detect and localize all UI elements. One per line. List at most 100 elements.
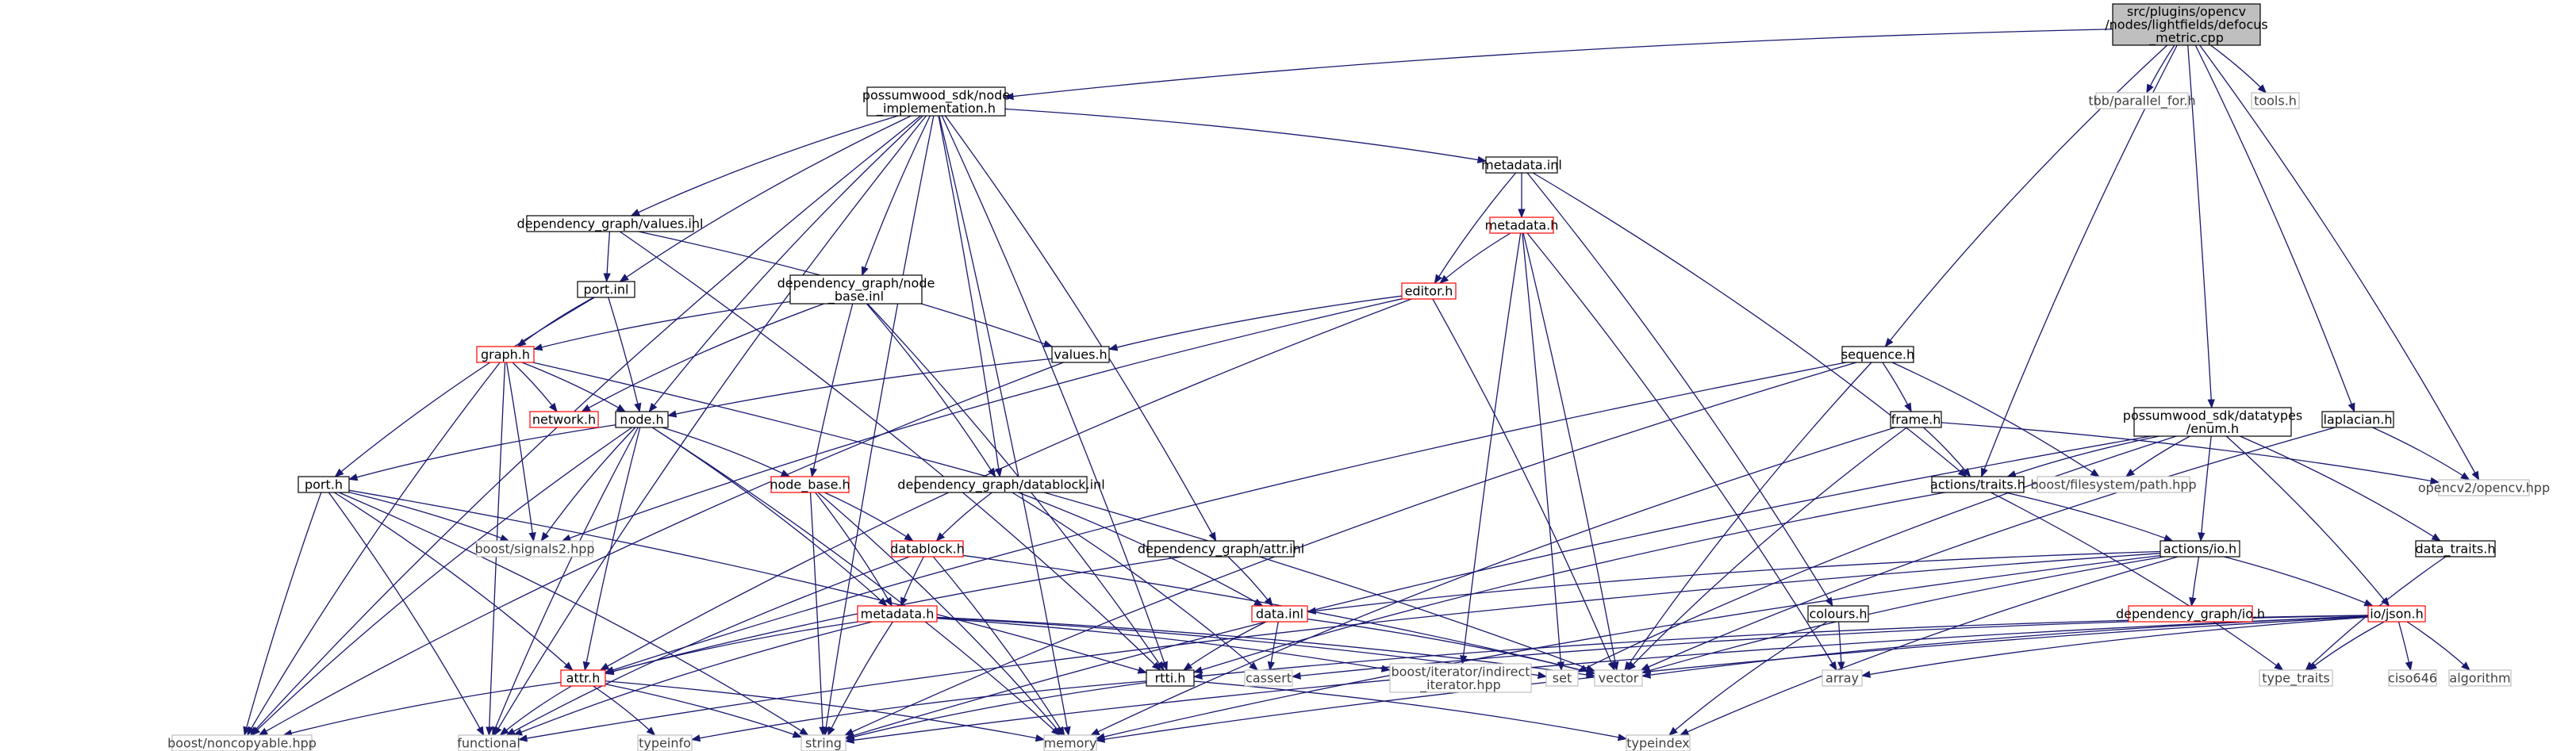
node-colours-label-0: colours.h bbox=[1809, 607, 1867, 622]
node-set: set bbox=[1545, 669, 1579, 687]
edge-metah-to-set bbox=[1522, 232, 1564, 672]
node-datablock[interactable]: datablock.h bbox=[890, 540, 965, 558]
node-metadatah2[interactable]: metadata.h bbox=[857, 605, 938, 623]
edge-impl-to-valinl bbox=[630, 115, 899, 216]
node-impl[interactable]: possumwood_sdk/node_implementation.h bbox=[862, 86, 1010, 117]
node-attrinl-box bbox=[1147, 540, 1295, 558]
edge-datablock-to-memory bbox=[932, 556, 1065, 736]
node-actionsio-label-0: actions/io.h bbox=[2163, 542, 2236, 557]
node-network[interactable]: network.h bbox=[529, 411, 599, 428]
node-functional-box bbox=[458, 734, 520, 751]
node-ocv: opencv2/opencv.hpp bbox=[2418, 479, 2550, 496]
node-metainl[interactable]: metadata.inl bbox=[1481, 156, 1562, 174]
edge-nodeh-to-signals bbox=[540, 427, 636, 542]
node-valinl[interactable]: dependency_graph/values.inl bbox=[517, 215, 704, 232]
edge-impl-to-functional bbox=[493, 115, 927, 737]
edge-impl-to-metainl bbox=[1004, 108, 1488, 164]
node-string-label-0: string bbox=[805, 736, 842, 751]
edge-attrh-to-memory bbox=[605, 680, 1046, 742]
node-graphh-box bbox=[476, 346, 535, 363]
edge-nbinl-to-network bbox=[581, 303, 824, 412]
edge-dbinl-to-cassert bbox=[1012, 492, 1259, 671]
node-colours[interactable]: colours.h bbox=[1807, 605, 1869, 623]
node-portinl[interactable]: port.inl bbox=[577, 281, 635, 298]
edge-datainl-to-cassert bbox=[1267, 621, 1279, 672]
node-root-label-0: src/plugins/opencv bbox=[2127, 4, 2246, 19]
node-valuesh[interactable]: values.h bbox=[1051, 346, 1110, 363]
edge-attrh-to-functional bbox=[499, 685, 572, 736]
edge-enumh-to-datatraits bbox=[2240, 435, 2441, 542]
node-jsonh[interactable]: io/json.h bbox=[2367, 605, 2426, 623]
node-editor[interactable]: editor.h bbox=[1401, 282, 1457, 300]
edge-root-to-ocv bbox=[2199, 44, 2480, 481]
node-iterh-label-1: _iterator.hpp bbox=[1419, 677, 1501, 693]
node-enumh-label-0: possumwood_sdk/datatypes bbox=[2123, 408, 2302, 423]
node-nbinl[interactable]: dependency_graph/node_base.inl bbox=[777, 274, 935, 305]
node-metah-label-0: metadata.h bbox=[1485, 218, 1559, 233]
node-typeindex-box bbox=[1626, 734, 1691, 751]
edge-actionsio-to-functional bbox=[517, 553, 2161, 742]
edge-datablock-to-functional bbox=[505, 556, 910, 736]
node-cassert-label-0: cassert bbox=[1246, 671, 1292, 686]
node-enumh[interactable]: possumwood_sdk/datatypes/enum.h bbox=[2123, 407, 2302, 437]
edge-porth-to-functional bbox=[328, 492, 485, 737]
node-datainl[interactable]: data.inl bbox=[1251, 605, 1308, 623]
node-metah[interactable]: metadata.h bbox=[1485, 216, 1559, 234]
node-typetraits-label-0: type_traits bbox=[2262, 671, 2329, 687]
edge-attrinl-to-datainl bbox=[1227, 556, 1273, 607]
node-datablock-box bbox=[891, 540, 964, 558]
edge-impl-to-memory bbox=[939, 115, 1071, 737]
node-sequence[interactable]: sequence.h bbox=[1841, 346, 1914, 363]
node-memory-box bbox=[1043, 734, 1097, 751]
node-laplacian-label-0: laplacian.h bbox=[2323, 412, 2392, 427]
node-rttih-label-0: rtti.h bbox=[1155, 671, 1186, 686]
edge-valinl-to-portinl bbox=[603, 231, 611, 283]
edge-enumh-to-traits bbox=[2006, 435, 2159, 477]
node-nodebase[interactable]: node_base.h bbox=[770, 476, 850, 493]
node-attrh[interactable]: attr.h bbox=[560, 669, 606, 687]
node-root[interactable]: src/plugins/opencv/nodes/lightfields/def… bbox=[2105, 3, 2268, 46]
node-tbb-label-0: tbb/parallel_for.h bbox=[2088, 94, 2195, 109]
node-dbinl-box bbox=[915, 476, 1088, 493]
edge-actionsio-to-memory bbox=[1095, 554, 2161, 741]
node-impl-label-0: possumwood_sdk/node bbox=[862, 87, 1010, 103]
node-datatraits[interactable]: data_traits.h bbox=[2415, 540, 2496, 558]
edge-nodeh-to-functional bbox=[492, 427, 639, 737]
edge-enumh-to-set bbox=[1576, 435, 2177, 672]
edge-nodebase-to-datablock bbox=[824, 492, 914, 542]
edge-root-to-sequence bbox=[1884, 44, 2168, 347]
edge-graphh-to-network bbox=[512, 362, 558, 412]
node-nodeh[interactable]: node.h bbox=[615, 411, 669, 428]
node-ciso: ciso646 bbox=[2388, 669, 2437, 687]
node-nbinl-label-0: dependency_graph/node bbox=[777, 275, 935, 291]
node-traits[interactable]: actions/traits.h bbox=[1930, 476, 2025, 493]
node-frame[interactable]: frame.h bbox=[1890, 411, 1942, 428]
node-graphh[interactable]: graph.h bbox=[476, 346, 535, 363]
node-dgio[interactable]: dependency_graph/io.h bbox=[2116, 605, 2265, 623]
node-ciso-label-0: ciso646 bbox=[2388, 671, 2437, 686]
edge-nbinl-to-dbinl bbox=[866, 303, 996, 477]
edge-metah-to-editor bbox=[1439, 232, 1511, 284]
node-dbinl[interactable]: dependency_graph/datablock.inl bbox=[897, 476, 1105, 493]
edge-enumh-to-fspath bbox=[2125, 435, 2190, 477]
edge-attrh-to-typeinfo bbox=[593, 685, 656, 736]
edge-jsonh-to-algorithm bbox=[2406, 621, 2470, 671]
edge-colours-to-array bbox=[1837, 621, 1845, 672]
node-porth[interactable]: port.h bbox=[298, 476, 350, 493]
node-nodeh-label-0: node.h bbox=[620, 412, 663, 427]
edge-impl-to-rttih bbox=[941, 115, 1168, 672]
node-actionsio[interactable]: actions/io.h bbox=[2159, 540, 2240, 558]
node-laplacian[interactable]: laplacian.h bbox=[2321, 411, 2394, 428]
node-memory: memory bbox=[1043, 734, 1097, 751]
edge-porth-to-rttih bbox=[348, 489, 1148, 674]
edge-metah-to-array bbox=[1526, 232, 1837, 672]
node-metadatah2-label-0: metadata.h bbox=[861, 607, 935, 622]
node-traits-label-0: actions/traits.h bbox=[1930, 477, 2025, 492]
node-dbinl-label-0: dependency_graph/datablock.inl bbox=[897, 477, 1104, 493]
node-rttih[interactable]: rtti.h bbox=[1146, 669, 1195, 687]
edge-actionsio-to-vector bbox=[1641, 556, 2165, 674]
node-attrinl[interactable]: dependency_graph/attr.inl bbox=[1138, 540, 1304, 558]
node-vector-box bbox=[1594, 669, 1643, 687]
edge-laplacian-to-ocv bbox=[2372, 427, 2470, 481]
